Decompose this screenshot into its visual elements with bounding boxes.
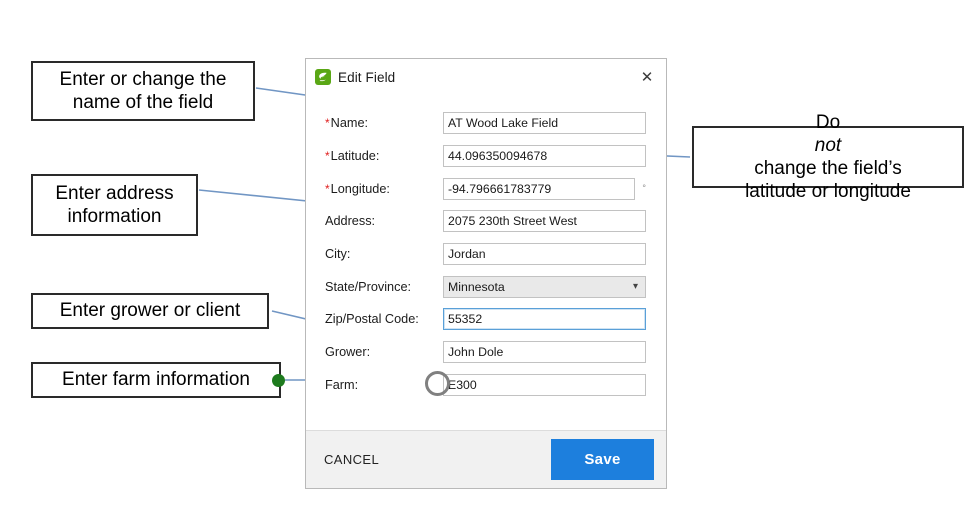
callout-farm-info: Enter farm information — [31, 362, 281, 398]
form-row-farm: Farm: — [325, 369, 646, 402]
label-address: Address: — [325, 214, 376, 229]
callout-name-field: Enter or change the name of the field — [31, 61, 255, 121]
label-name: *Name: — [325, 116, 443, 130]
farm-input[interactable] — [443, 373, 646, 396]
form-row-grower: Grower: — [325, 336, 646, 369]
close-icon[interactable]: ✕ — [630, 62, 664, 92]
chevron-down-icon: ▾ — [632, 280, 638, 292]
callout-do-not-change-latlon: Do not change the field’s latitude or lo… — [692, 112, 964, 202]
callout-latlon-pre: Do — [815, 111, 841, 133]
callout-name-line2: name of the field — [72, 92, 214, 113]
name-input[interactable] — [443, 112, 646, 135]
form-row-latitude: *Latitude: — [325, 140, 646, 173]
form-row-name: *Name: — [325, 107, 646, 140]
farm-connector-ring — [425, 371, 450, 396]
required-indicator: * — [325, 149, 330, 164]
latitude-input[interactable] — [443, 145, 646, 168]
label-longitude-text: Longitude: — [330, 181, 390, 196]
required-indicator: * — [325, 116, 330, 131]
label-latitude: *Latitude: — [325, 149, 443, 163]
leaf-app-icon — [315, 69, 331, 85]
address-input[interactable] — [443, 210, 646, 233]
callout-address-line1: Enter address — [55, 182, 174, 204]
callout-grower-client: Enter grower or client — [31, 293, 269, 329]
required-indicator: * — [325, 181, 330, 196]
callout-name-line1: Enter or change the — [59, 68, 227, 90]
farm-connector-dot — [272, 374, 285, 387]
cancel-button[interactable]: CANCEL — [322, 446, 381, 473]
callout-address-line2: information — [67, 206, 162, 227]
longitude-input[interactable] — [443, 177, 636, 200]
dialog-title: Edit Field — [338, 69, 396, 85]
label-state-province: State/Province: — [325, 279, 412, 294]
callout-latlon-post: change the field’s — [754, 158, 902, 179]
state-province-value: Minnesota — [448, 279, 505, 294]
dialog-form: *Name: *Latitude: *Longitude: ° Address:… — [306, 95, 666, 430]
save-button[interactable]: Save — [551, 439, 654, 480]
zip-postal-code-input[interactable] — [443, 308, 646, 331]
edit-field-dialog: Edit Field ✕ *Name: *Latitude: *Longitud… — [305, 58, 667, 489]
callout-farm-line1: Enter farm information — [62, 369, 250, 391]
callout-grower-line1: Enter grower or client — [59, 300, 241, 322]
callout-latlon-line1: Do not change the field’s — [745, 111, 911, 181]
label-latitude-text: Latitude: — [330, 149, 380, 164]
form-row-zip: Zip/Postal Code: — [325, 303, 646, 336]
state-province-select[interactable]: Minnesota ▾ — [443, 275, 646, 298]
form-row-city: City: — [325, 238, 646, 271]
form-row-address: Address: — [325, 205, 646, 238]
callout-address-info: Enter address information — [31, 174, 198, 236]
label-name-text: Name: — [330, 116, 369, 131]
grower-input[interactable] — [443, 341, 646, 364]
dialog-titlebar: Edit Field ✕ — [306, 59, 666, 95]
label-zip-postal-code: Zip/Postal Code: — [325, 312, 419, 327]
form-row-longitude: *Longitude: ° — [325, 172, 646, 205]
label-longitude: *Longitude: — [325, 182, 443, 196]
label-city: City: — [325, 247, 351, 262]
form-row-state: State/Province: Minnesota ▾ — [325, 270, 646, 303]
label-farm: Farm: — [325, 377, 359, 392]
degree-symbol: ° — [642, 183, 646, 194]
callout-latlon-line2: latitude or longitude — [745, 181, 911, 203]
city-input[interactable] — [443, 243, 646, 266]
callout-latlon-emphasis: not — [814, 134, 842, 156]
label-grower: Grower: — [325, 345, 371, 360]
dialog-footer: CANCEL Save — [306, 430, 666, 488]
